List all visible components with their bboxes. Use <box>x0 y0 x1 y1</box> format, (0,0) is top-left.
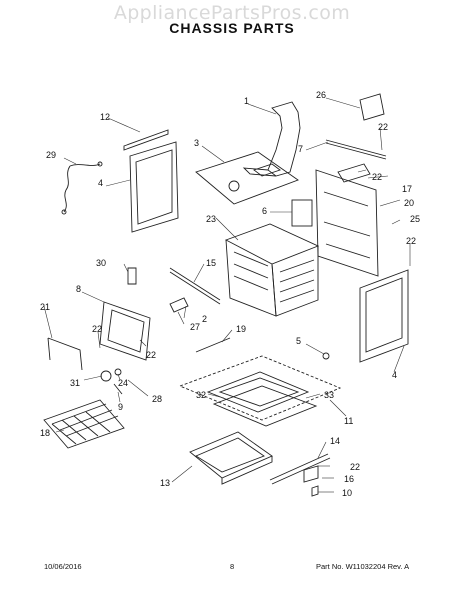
page-title: CHASSIS PARTS <box>169 20 295 36</box>
part-24-screw <box>114 368 122 376</box>
part-broiler-drawer <box>189 431 273 485</box>
part-21-bracket <box>47 337 83 371</box>
part-30-sensor <box>127 267 137 285</box>
part-oven-cavity <box>224 223 320 317</box>
callout-12: 12 <box>100 112 110 122</box>
callout-21: 21 <box>40 302 50 312</box>
callout-15: 15 <box>206 258 216 268</box>
callout-22-bottom: 22 <box>350 462 360 472</box>
callout-26: 26 <box>316 90 326 100</box>
callout-7: 7 <box>298 144 303 154</box>
callout-33: 33 <box>324 390 334 400</box>
callout-29: 29 <box>46 150 56 160</box>
part-vent-duct <box>242 101 301 177</box>
part-27-connector <box>169 297 189 313</box>
callout-31: 31 <box>70 378 80 388</box>
callout-19: 19 <box>236 324 246 334</box>
callout-4-left: 4 <box>98 178 103 188</box>
callout-11: 11 <box>344 416 353 426</box>
callout-17: 17 <box>402 184 412 194</box>
callout-4-right: 4 <box>392 370 397 380</box>
callout-5: 5 <box>296 336 301 346</box>
callout-9: 9 <box>118 402 123 412</box>
part-31-glide <box>100 370 112 382</box>
part-14-slide <box>269 453 331 485</box>
part-10-screw <box>311 485 319 497</box>
callout-14: 14 <box>330 436 340 446</box>
footer-date: 10/06/2016 <box>44 562 82 571</box>
part-top-shield <box>195 151 299 205</box>
callout-20: 20 <box>404 198 414 208</box>
callout-24: 24 <box>118 378 128 388</box>
callout-30: 30 <box>96 258 106 268</box>
part-right-side-panel <box>359 269 409 363</box>
part-9-bolt <box>113 383 123 395</box>
footer-part-number: Part No. W11032204 Rev. A <box>316 562 410 571</box>
part-oven-rack <box>43 399 125 449</box>
part-6-box <box>291 199 313 227</box>
callout-2: 2 <box>202 314 207 324</box>
part-19-igniter <box>195 337 231 353</box>
part-rear-panel <box>315 169 379 277</box>
callout-22-mid: 22 <box>372 172 382 182</box>
part-wire-harness <box>61 161 103 215</box>
callout-23: 23 <box>206 214 216 224</box>
callout-3: 3 <box>194 138 199 148</box>
callout-32: 32 <box>196 390 206 400</box>
callout-22-right: 22 <box>406 236 416 246</box>
callout-22-frame: 22 <box>92 324 102 334</box>
part-16-bracket <box>303 465 319 483</box>
part-burner-tray <box>178 355 342 427</box>
callout-16: 16 <box>344 474 354 484</box>
callout-27: 27 <box>190 322 200 332</box>
callout-10: 10 <box>342 488 352 498</box>
watermark: AppliancePartsPros.com <box>113 2 351 24</box>
callout-13: 13 <box>160 478 170 488</box>
footer-page: 8 <box>230 562 235 571</box>
callout-1: 1 <box>244 96 249 106</box>
callout-8: 8 <box>76 284 81 294</box>
part-15-strip <box>169 267 221 305</box>
part-26-bracket <box>359 93 385 121</box>
callout-28: 28 <box>152 394 162 404</box>
part-bake-element-frame <box>99 301 151 361</box>
part-5-clip <box>322 352 330 360</box>
callout-22-top: 22 <box>378 122 388 132</box>
callout-6: 6 <box>262 206 267 216</box>
leader-lines <box>43 97 411 493</box>
callout-18: 18 <box>40 428 50 438</box>
callout-22-inner: 22 <box>146 350 156 360</box>
part-left-side-panel <box>123 129 179 233</box>
part-7-rod <box>325 139 387 160</box>
callout-25: 25 <box>410 214 420 224</box>
